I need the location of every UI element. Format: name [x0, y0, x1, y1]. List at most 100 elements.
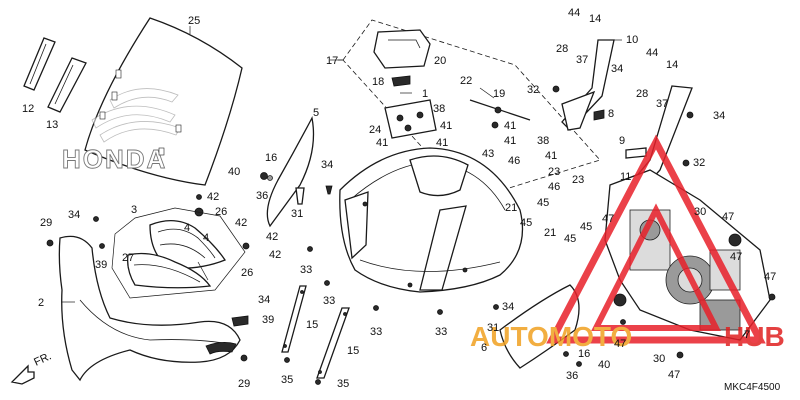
part-label-44b: 44	[646, 47, 658, 59]
part-label-37b: 37	[656, 98, 668, 110]
part-label-15b: 15	[347, 345, 359, 357]
part-label-41c: 41	[436, 137, 448, 149]
part-label-36b: 36	[566, 370, 578, 382]
bracket-18	[391, 75, 411, 87]
part-label-24: 24	[369, 124, 381, 136]
part-label-42b: 42	[235, 217, 247, 229]
watermark-text-hub: HUB	[724, 321, 785, 352]
windscreen: HONDA	[62, 17, 243, 186]
part-label-25: 25	[188, 15, 200, 27]
part-label-33b: 33	[323, 295, 335, 307]
part-label-30b: 30	[653, 353, 665, 365]
part-label-45d: 45	[580, 221, 592, 233]
part-label-41b: 41	[376, 137, 388, 149]
part-label-26: 26	[215, 206, 227, 218]
part-label-14a: 14	[589, 13, 601, 25]
part-label-35b: 35	[337, 378, 349, 390]
part-label-23a: 23	[548, 166, 560, 178]
part-label-36: 36	[256, 190, 268, 202]
part-label-20: 20	[434, 55, 446, 67]
part-label-17: 17	[326, 55, 338, 67]
direction-label: FR.	[32, 350, 53, 368]
part-label-35a: 35	[281, 374, 293, 386]
part-label-44a: 44	[568, 7, 580, 19]
part-label-30a: 30	[694, 206, 706, 218]
part-label-40b: 40	[598, 359, 610, 371]
part-label-23b: 23	[572, 174, 584, 186]
watermark-text-main: AUTOMOTO	[470, 321, 632, 352]
trim-strip-12	[23, 37, 56, 91]
part-label-5: 5	[313, 107, 319, 119]
part-label-39: 39	[95, 259, 107, 271]
bracket-9	[625, 147, 647, 159]
part-label-13: 13	[46, 119, 58, 131]
part-label-27: 27	[122, 252, 134, 264]
part-label-39b: 39	[262, 314, 274, 326]
part-label-42d: 42	[269, 249, 281, 261]
part-label-26b: 26	[241, 267, 253, 279]
part-label-41f: 41	[545, 150, 557, 162]
meter-bracket-24	[384, 99, 437, 139]
part-label-3: 3	[131, 204, 137, 216]
part-label-34c: 34	[258, 294, 270, 306]
part-label-33a: 33	[300, 264, 312, 276]
part-label-41d: 41	[504, 120, 516, 132]
part-label-28b: 28	[636, 88, 648, 100]
inner-panel-group	[111, 207, 250, 299]
part-label-34e: 34	[713, 110, 725, 122]
part-label-31: 31	[291, 208, 303, 220]
part-label-16b: 16	[578, 348, 590, 360]
part-label-21b: 21	[544, 227, 556, 239]
part-label-4b: 4	[203, 232, 209, 244]
part-label-22: 22	[460, 75, 472, 87]
wing-logo	[91, 88, 181, 143]
part-label-41a: 41	[440, 120, 452, 132]
part-label-4a: 4	[184, 222, 190, 234]
part-label-42: 42	[207, 191, 219, 203]
front-direction-indicator: FR.	[10, 350, 53, 385]
part-label-45b: 45	[520, 217, 532, 229]
side-trim-6	[499, 284, 580, 369]
part-label-33c: 33	[370, 326, 382, 338]
part-label-12: 12	[22, 103, 34, 115]
part-label-32b: 32	[693, 157, 705, 169]
part-label-9: 9	[619, 135, 625, 147]
part-label-47d: 47	[764, 271, 776, 283]
part-label-6: 6	[481, 342, 487, 354]
part-label-21a: 21	[505, 202, 517, 214]
fastener-group-a	[194, 172, 333, 217]
leader-lines	[62, 39, 622, 303]
part-label-47b: 47	[722, 211, 734, 223]
part-label-32a: 32	[527, 84, 539, 96]
stay-15-right	[316, 307, 350, 379]
cover-plate-20	[373, 29, 431, 69]
part-label-33d: 33	[435, 326, 447, 338]
part-label-34b: 34	[68, 209, 80, 221]
brand-mark: HONDA	[62, 144, 167, 174]
part-label-45a: 45	[537, 197, 549, 209]
part-label-28a: 28	[556, 43, 568, 55]
part-label-29: 29	[40, 217, 52, 229]
part-label-2: 2	[38, 297, 44, 309]
part-label-34: 34	[321, 159, 333, 171]
part-label-41e: 41	[504, 135, 516, 147]
part-label-38: 38	[433, 103, 445, 115]
diagram-code: MKC4F4500	[724, 382, 781, 393]
part-label-42c: 42	[266, 231, 278, 243]
stay-15-left	[281, 285, 307, 353]
part-label-29b: 29	[238, 378, 250, 390]
part-label-37a: 37	[576, 54, 588, 66]
part-label-47e: 47	[614, 338, 626, 350]
part-label-31b: 31	[487, 322, 499, 334]
bolt-markers	[46, 85, 776, 385]
part-label-18: 18	[372, 76, 384, 88]
part-label-16: 16	[265, 152, 277, 164]
part-label-45c: 45	[564, 233, 576, 245]
part-label-47f: 47	[668, 369, 680, 381]
part-label-46a: 46	[508, 155, 520, 167]
part-label-15a: 15	[306, 319, 318, 331]
inner-cowl-main	[339, 147, 524, 293]
front-lower-panel	[58, 235, 249, 382]
